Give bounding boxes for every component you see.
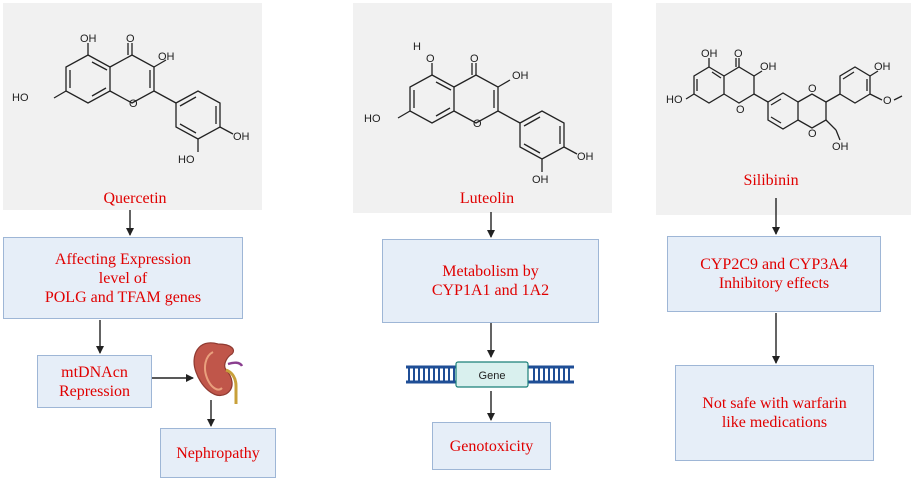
luteolin-structure: O O H O OH HO OH OH (364, 41, 594, 186)
kidney-icon (193, 342, 244, 404)
atom-oh: OH (832, 141, 849, 153)
compound-name-silibinin: Silibinin (743, 172, 799, 189)
atom-o: O (126, 33, 135, 45)
genotoxicity-box: Genotoxicity (432, 422, 551, 470)
atom-o: O (473, 118, 482, 130)
gene-label: Gene (479, 370, 506, 382)
atom-oh: OH (874, 61, 891, 73)
warfarin-warning-box: Not safe with warfarin like medications (675, 365, 874, 461)
silibinin-panel (656, 3, 911, 215)
quercetin-structure: O O OH OH HO OH HO (12, 33, 250, 166)
atom-oh: OH (532, 174, 549, 186)
atom-oh: OH (80, 33, 97, 45)
mtdna-repression-box: mtDNAcn Repression (37, 355, 152, 408)
atom-oh: OH (701, 48, 718, 60)
atom-oh: OH (577, 151, 594, 163)
atom-oh: OH (760, 61, 777, 73)
compound-name-quercetin: Quercetin (103, 190, 167, 207)
atom-o: O (129, 98, 138, 110)
atom-ho: HO (364, 113, 381, 125)
atom-ho: HO (666, 94, 683, 106)
atom-oh: OH (158, 51, 175, 63)
atom-ho: HO (12, 92, 29, 104)
quercetin-panel (3, 3, 262, 210)
quercetin-effect-box: Affecting Expression level of POLG and T… (3, 237, 243, 319)
silibinin-effect-box: CYP2C9 and CYP3A4 Inhibitory effects (667, 236, 881, 312)
atom-oh: OH (512, 70, 529, 82)
atom-o: O (426, 53, 435, 65)
nephropathy-box: Nephropathy (160, 428, 276, 478)
atom-o: O (808, 83, 817, 95)
atom-oh: OH (233, 131, 250, 143)
atom-o: O (470, 53, 479, 65)
atom-o: O (808, 128, 817, 140)
atom-o: O (734, 48, 743, 60)
atom-o: O (883, 95, 892, 107)
luteolin-effect-box: Metabolism by CYP1A1 and 1A2 (382, 239, 599, 323)
dna-gene-icon: Gene (406, 361, 574, 388)
atom-h: H (413, 41, 421, 53)
compound-name-luteolin: Luteolin (459, 190, 515, 207)
atom-ho: HO (178, 154, 195, 166)
luteolin-panel (353, 3, 612, 213)
silibinin-structure: O O O O O OH OH HO OH OH (666, 48, 903, 153)
atom-o: O (736, 104, 745, 116)
